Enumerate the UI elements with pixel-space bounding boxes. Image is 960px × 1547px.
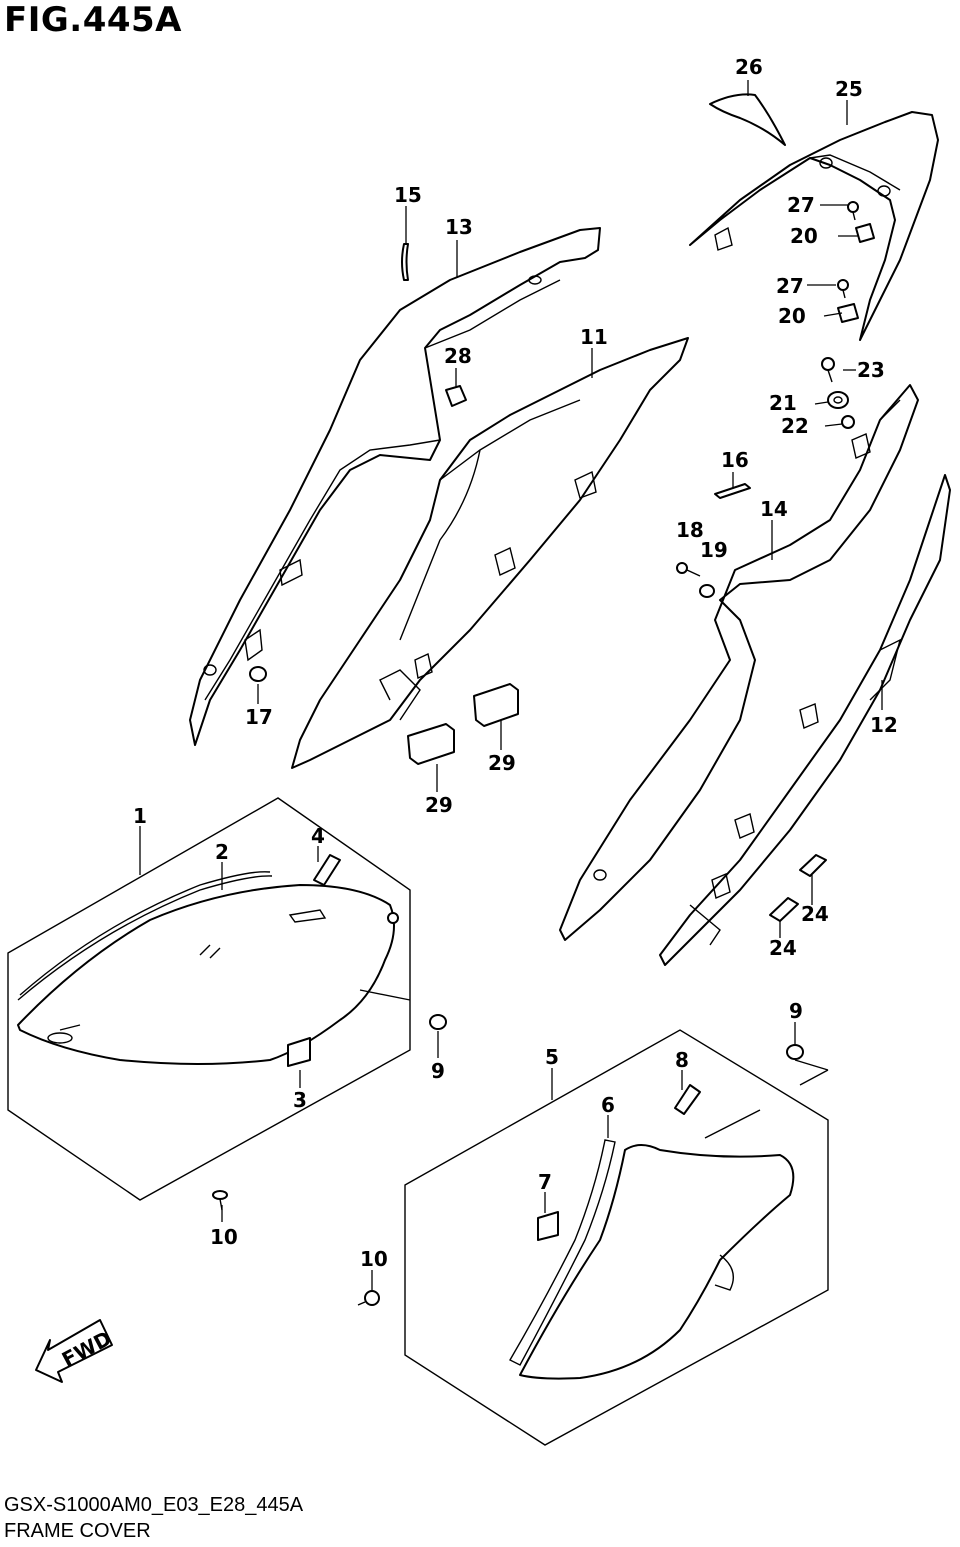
callout-23: 23 (857, 358, 885, 382)
figure-title: FIG.445A (4, 0, 182, 40)
hardware-right (821, 201, 875, 429)
leader-lines (139, 80, 883, 1290)
part-18-bolt (676, 562, 688, 574)
callout-13: 13 (445, 215, 473, 239)
callout-19: 19 (700, 538, 728, 562)
part-4-pad (313, 854, 341, 886)
figure-code: GSX-S1000AM0_E03_E28_445A (4, 1494, 304, 1516)
part-1-assembly (7, 797, 411, 1201)
callout-1: 1 (133, 804, 147, 828)
part-17-grommet (249, 666, 267, 682)
part-9-grommet-b (786, 1044, 804, 1060)
part-5-assembly (404, 1029, 829, 1446)
callout-21: 21 (769, 391, 797, 415)
part-25-tail-cowl (689, 111, 939, 341)
fwd-arrow-icon: FWD (35, 1319, 115, 1383)
part-24-pad-b (769, 897, 799, 922)
callout-26: 26 (735, 55, 763, 79)
callout-6: 6 (601, 1093, 615, 1117)
callout-7: 7 (538, 1170, 552, 1194)
callout-18: 18 (676, 518, 704, 542)
part-19-grommet (699, 584, 715, 598)
part-7-pad (537, 1211, 559, 1241)
callout-29b: 29 (425, 793, 453, 817)
callout-8: 8 (675, 1048, 689, 1072)
part-9-grommet-a (429, 1014, 447, 1030)
part-8-pad (674, 1084, 701, 1115)
part-29-pad-b (407, 723, 455, 765)
callout-20b: 20 (778, 304, 806, 328)
part-13-left-rail-cover (189, 227, 601, 746)
part-10-rivet-b (357, 1290, 380, 1306)
callout-27b: 27 (776, 274, 804, 298)
part-24-pad-a (799, 854, 827, 877)
callout-28: 28 (444, 344, 472, 368)
callout-24b: 24 (769, 936, 797, 960)
callout-9a: 9 (431, 1059, 445, 1083)
callout-15: 15 (394, 183, 422, 207)
callout-17: 17 (245, 705, 273, 729)
part-3-pad (287, 1037, 311, 1067)
part-26-emblem (709, 93, 786, 146)
part-10-rivet-a (212, 1190, 228, 1211)
callout-2: 2 (215, 840, 229, 864)
part-11-side-cover (291, 337, 689, 769)
callout-10a: 10 (210, 1225, 238, 1249)
callout-16: 16 (721, 448, 749, 472)
callout-5: 5 (545, 1045, 559, 1069)
callout-12: 12 (870, 713, 898, 737)
figure-name: FRAME COVER (4, 1520, 151, 1542)
callout-20a: 20 (790, 224, 818, 248)
callout-25: 25 (835, 77, 863, 101)
part-16-clip (714, 483, 751, 499)
callout-3: 3 (293, 1088, 307, 1112)
callout-10b: 10 (360, 1247, 388, 1271)
part-12-right-rail (659, 474, 951, 966)
callout-24a: 24 (801, 902, 829, 926)
callout-4: 4 (311, 824, 325, 848)
callout-22: 22 (781, 414, 809, 438)
part-29-pad-a (473, 683, 519, 727)
callout-14: 14 (760, 497, 788, 521)
callout-9b: 9 (789, 999, 803, 1023)
part-15-clip (401, 243, 409, 281)
callout-27a: 27 (787, 193, 815, 217)
part-28-nut (445, 385, 467, 407)
callout-29a: 29 (488, 751, 516, 775)
callout-11: 11 (580, 325, 608, 349)
callout-numbers: 1 2 3 4 5 6 7 8 9 9 10 10 11 12 13 14 15… (133, 55, 898, 1271)
